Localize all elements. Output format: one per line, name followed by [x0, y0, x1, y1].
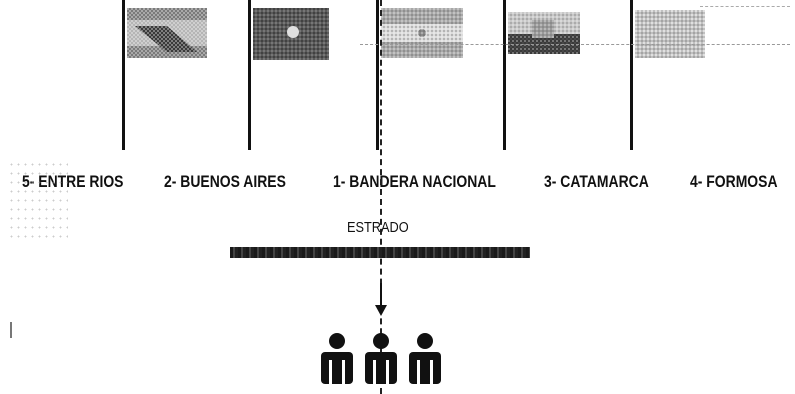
estrado-bar	[230, 247, 530, 258]
scan-noise	[8, 160, 68, 240]
flag-pole-bandera-nacional	[376, 0, 379, 150]
scan-noise	[10, 322, 16, 338]
arrow-down-icon	[372, 283, 390, 322]
flag-pole-buenos-aires	[248, 0, 251, 150]
audience-icon	[311, 330, 451, 391]
flag-pole-entre-rios	[122, 0, 125, 150]
dashed-flag-outline-top	[700, 6, 790, 7]
flag-pole-formosa	[630, 0, 633, 150]
estrado-label: ESTRADO	[347, 219, 409, 236]
dashed-flag-outline	[360, 44, 790, 45]
flag-row	[0, 0, 795, 160]
label-formosa: 4- FORMOSA	[690, 172, 778, 191]
flag-pole-catamarca	[503, 0, 506, 150]
flag-buenos-aires	[253, 8, 329, 60]
flag-entre-rios	[127, 8, 207, 58]
flag-bandera-nacional	[381, 8, 463, 58]
label-buenos-aires: 2- BUENOS AIRES	[164, 172, 286, 191]
flag-formosa	[635, 10, 705, 58]
center-axis-line	[380, 0, 382, 394]
flag-catamarca	[508, 12, 580, 54]
label-bandera-nacional: 1- BANDERA NACIONAL	[333, 172, 496, 191]
label-catamarca: 3- CATAMARCA	[544, 172, 649, 191]
